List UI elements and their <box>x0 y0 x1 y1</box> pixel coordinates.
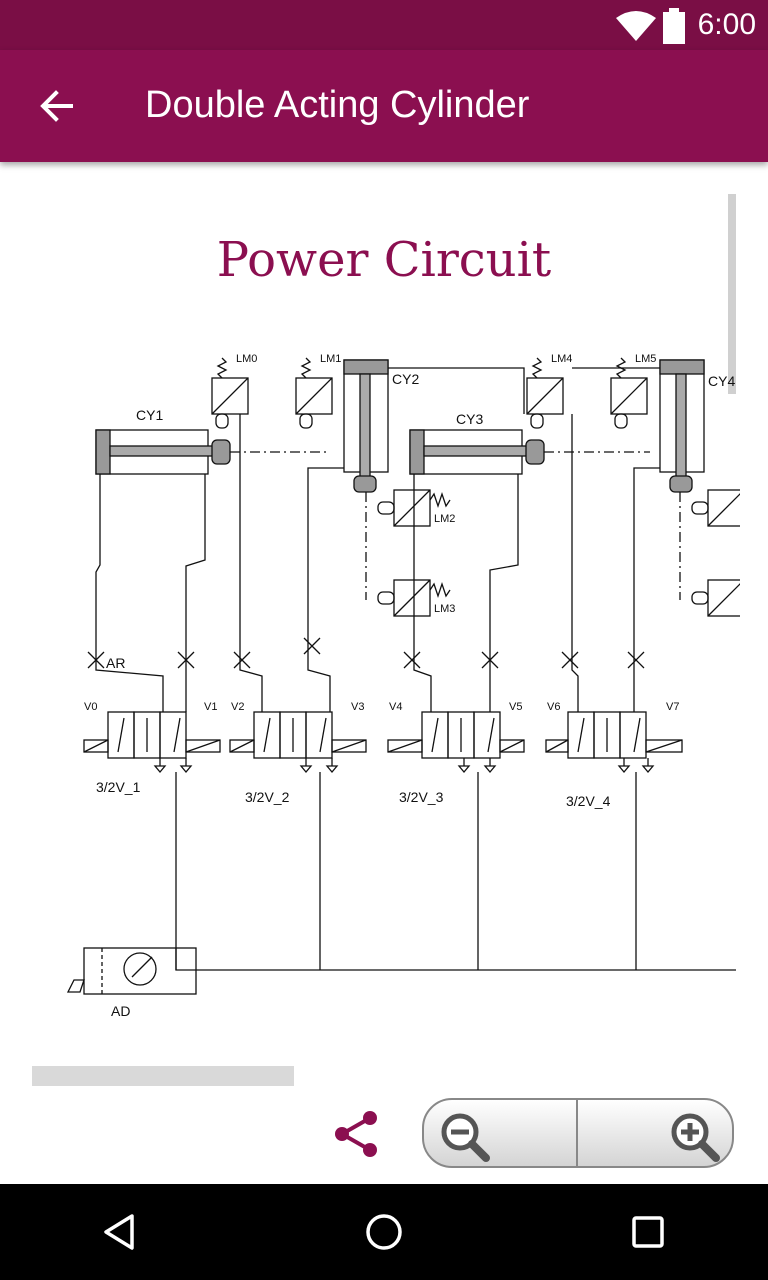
battery-icon <box>663 8 685 44</box>
diagram-heading: Power Circuit <box>216 232 552 288</box>
navigation-bar <box>0 1184 768 1280</box>
share-icon <box>335 1111 377 1157</box>
zoom-out-button[interactable] <box>424 1100 576 1166</box>
power-circuit-diagram[interactable]: CY1 CY2 CY3 CY4 LM0 LM1 LM2 LM3 LM4 LM5 … <box>0 340 740 1030</box>
label-v5: V5 <box>509 701 522 713</box>
label-ad: AD <box>111 1003 130 1019</box>
zoom-controls <box>422 1098 734 1168</box>
label-cy1: CY1 <box>136 407 163 423</box>
label-lm1: LM1 <box>320 353 341 365</box>
label-v6: V6 <box>547 701 560 713</box>
nav-recents-button[interactable] <box>618 1202 678 1262</box>
nav-home-icon <box>366 1214 402 1250</box>
label-lm5: LM5 <box>635 353 656 365</box>
label-v4: V4 <box>389 701 402 713</box>
label-v1: V1 <box>204 701 217 713</box>
label-ar: AR <box>106 655 125 671</box>
label-valve-3: 3/2V_3 <box>399 789 444 805</box>
label-lm3: LM3 <box>434 603 455 615</box>
label-cy4: CY4 <box>708 373 735 389</box>
share-button[interactable] <box>330 1106 386 1162</box>
back-button[interactable] <box>22 72 90 140</box>
label-v2: V2 <box>231 701 244 713</box>
label-v7: V7 <box>666 701 679 713</box>
horizontal-scrollbar[interactable] <box>32 1066 294 1086</box>
vertical-scrollbar[interactable] <box>728 194 736 394</box>
status-bar: 6:00 <box>0 0 768 50</box>
nav-back-button[interactable] <box>90 1202 150 1262</box>
label-cy3: CY3 <box>456 411 483 427</box>
zoom-in-icon <box>671 1113 720 1162</box>
label-valve-4: 3/2V_4 <box>566 793 611 809</box>
nav-recents-icon <box>632 1216 664 1248</box>
label-cy2: CY2 <box>392 371 419 387</box>
label-lm4: LM4 <box>551 353 572 365</box>
status-time: 6:00 <box>697 8 756 41</box>
nav-back-icon <box>104 1214 134 1250</box>
label-valve-1: 3/2V_1 <box>96 779 141 795</box>
page-title: Double Acting Cylinder <box>145 84 530 126</box>
label-v0: V0 <box>84 701 97 713</box>
content-area[interactable]: Power Circuit <box>0 162 768 1184</box>
app-bar: Double Acting Cylinder <box>0 50 768 162</box>
zoom-out-icon <box>441 1113 490 1162</box>
nav-home-button[interactable] <box>354 1202 414 1262</box>
label-valve-2: 3/2V_2 <box>245 789 290 805</box>
label-v3: V3 <box>351 701 364 713</box>
label-lm0: LM0 <box>236 353 257 365</box>
arrow-back-icon <box>40 90 73 122</box>
wifi-icon <box>616 11 656 41</box>
label-lm2: LM2 <box>434 513 455 525</box>
zoom-divider <box>576 1100 578 1166</box>
zoom-in-button[interactable] <box>578 1100 732 1166</box>
